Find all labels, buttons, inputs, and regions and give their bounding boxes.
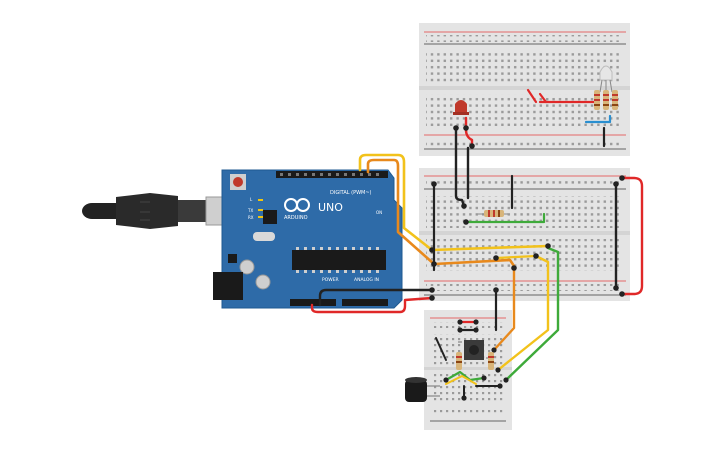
power-jack <box>213 272 243 300</box>
resistor-icon[interactable] <box>478 210 508 217</box>
breadboard-top[interactable] <box>419 23 630 156</box>
digital-header <box>276 171 388 178</box>
wire-red-rail-right[interactable] <box>620 176 644 296</box>
wire-orange-digital[interactable] <box>366 158 516 268</box>
analog-header <box>342 299 388 306</box>
board-capacitor <box>239 259 255 275</box>
atmega-chip <box>292 250 386 270</box>
wire-black-small-3[interactable] <box>435 337 447 361</box>
capacitor-icon[interactable] <box>405 377 440 402</box>
analog-label: ANALOG IN <box>354 277 379 283</box>
power-header <box>290 299 336 306</box>
wire-yellow-short[interactable] <box>494 254 538 260</box>
model-label: UNO <box>318 201 343 214</box>
crystal <box>253 232 275 241</box>
wire-green-small[interactable] <box>444 370 486 382</box>
l-label: L <box>250 197 253 202</box>
breadboard-main[interactable] <box>419 168 630 301</box>
wire-black-led[interactable] <box>454 126 466 208</box>
wire-green-long[interactable] <box>504 246 560 382</box>
rx-label: RX <box>248 215 254 220</box>
arduino-uno-board[interactable]: DIGITAL (PWM~) ARDUINO UNO L TX RX ON <box>213 169 403 309</box>
resistor-icon[interactable] <box>594 90 600 110</box>
usb-cable-icon[interactable] <box>82 193 227 229</box>
wire-yellow-long[interactable] <box>496 254 550 372</box>
wire-blue-rgb[interactable] <box>584 114 612 124</box>
rgb-led-icon[interactable] <box>599 65 613 93</box>
pushbutton-icon[interactable] <box>458 340 490 360</box>
resistor-icon[interactable] <box>456 352 462 370</box>
tx-label: TX <box>247 208 253 213</box>
digital-label: DIGITAL (PWM~) <box>330 190 372 196</box>
wire-red-top[interactable] <box>526 88 548 104</box>
wire-yellow-small[interactable] <box>445 375 477 385</box>
resistor-icon[interactable] <box>488 352 494 370</box>
wire-green-main[interactable] <box>464 212 546 224</box>
arduino-logo-icon <box>284 198 310 212</box>
board-capacitor <box>255 274 271 290</box>
power-label: POWER <box>322 277 339 283</box>
brand-label: ARDUINO <box>284 215 308 221</box>
wire-orange-long[interactable] <box>492 266 516 352</box>
on-label: ON <box>376 210 382 215</box>
resistor-icon[interactable] <box>603 90 609 110</box>
usb-chip <box>263 210 277 224</box>
wire-yellow-digital[interactable] <box>358 153 550 252</box>
resistor-icon[interactable] <box>612 90 618 110</box>
red-led-icon[interactable] <box>453 100 469 115</box>
wire-black-gnd[interactable] <box>318 288 434 307</box>
wire-red-5v[interactable] <box>310 296 434 314</box>
